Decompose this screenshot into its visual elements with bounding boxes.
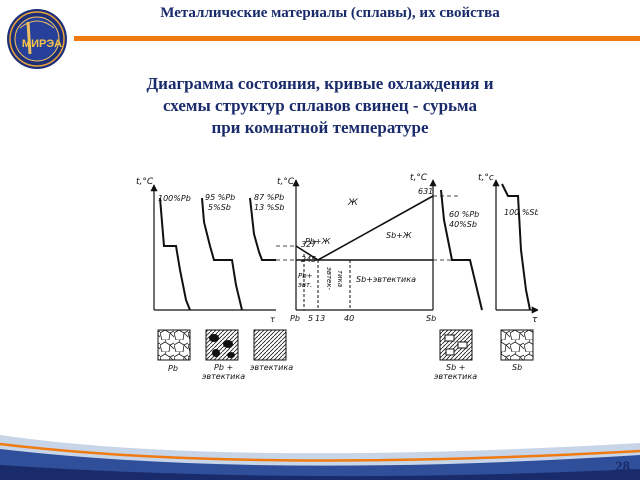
- curve-label-60pb: 60 %Pb: [449, 210, 479, 219]
- tau-label-1: τ: [270, 315, 275, 324]
- liquidus-line: [295, 195, 434, 261]
- page-number: 28: [615, 459, 630, 475]
- region-pb-eut-b: эвт.: [298, 281, 312, 289]
- logo-text: МИРЭА: [22, 38, 62, 50]
- region-sb-liquid: Sb+Ж: [386, 231, 412, 240]
- comp-tick-sb: Sb: [426, 314, 436, 323]
- region-sb-eut: Sb+эвтектика: [356, 275, 416, 284]
- microstructure-eutectic: [253, 329, 287, 361]
- curve-label-5sb: 5%Sb: [208, 203, 231, 212]
- temp-label-631: 631: [418, 187, 433, 196]
- slide-title-line-1: Диаграмма состояния, кривые охлаждения и: [146, 74, 494, 93]
- curve-label-87pb: 87 %Pb: [254, 193, 284, 202]
- caption-sb-plus: Sb +: [446, 363, 465, 372]
- region-pb-liquid: Pb+Ж: [305, 237, 331, 246]
- curve-label-100sb: 100 %Sb: [504, 208, 538, 217]
- tau-label-2: τ: [532, 315, 538, 325]
- curve-label-13sb: 13 %Sb: [254, 203, 284, 212]
- axis-label-t3: t,°C: [410, 173, 428, 183]
- temp-label-327: 327: [301, 240, 317, 249]
- comp-tick-pb: Pb: [290, 314, 300, 323]
- curve-label-100pb: 100%Pb: [158, 194, 191, 203]
- caption-pb-eutectic: эвтектика: [202, 372, 245, 381]
- region-pb-eut-a: Pb+: [298, 272, 313, 280]
- axis-label-t2: t,°C: [277, 177, 295, 187]
- curve-label-40sb: 40%Sb: [449, 220, 477, 229]
- region-eut-a: эвтек-: [325, 267, 333, 291]
- caption-sb-eutectic: эвтектика: [434, 372, 477, 381]
- curve-label-95pb: 95 %Pb: [205, 193, 235, 202]
- bottom-decoration: [0, 435, 640, 480]
- microstructure-sb: [500, 329, 534, 361]
- caption-sb: Sb: [512, 363, 522, 372]
- temp-label-245: 245: [301, 255, 316, 264]
- comp-tick-13: 13: [315, 314, 325, 323]
- microstructure-pb-eutectic: [205, 329, 239, 361]
- pb-sb-phase-diagram: t,°C t,°C t,°C t,°c 100%Pb 95 %Pb 5%Sb 8…: [136, 173, 538, 381]
- region-eut-b: тика: [336, 270, 344, 287]
- caption-pb: Pb: [168, 364, 178, 373]
- comp-tick-40: 40: [344, 314, 354, 323]
- axis-label-t1: t,°C: [136, 177, 154, 187]
- header-divider: [74, 36, 640, 41]
- slide-title-line-2: схемы структур сплавов свинец - сурьма: [162, 96, 477, 115]
- cooling-curves-pb: [150, 184, 276, 311]
- cooling-curves-sb: [440, 179, 538, 314]
- microstructure-sb-eutectic: [439, 329, 473, 361]
- mirea-logo: МИРЭА: [7, 9, 67, 69]
- caption-pb-plus: Pb +: [214, 363, 233, 372]
- phase-diagram: [276, 179, 458, 311]
- caption-eutectic: эвтектика: [250, 363, 293, 372]
- slide-title-line-3: при комнатной температуре: [211, 118, 429, 137]
- microstructure-pb: [157, 329, 191, 361]
- header-title: Металлические материалы (сплавы), их сво…: [160, 5, 500, 21]
- axis-label-t4: t,°c: [478, 173, 494, 183]
- comp-tick-5: 5: [308, 314, 313, 323]
- slide-title: Диаграмма состояния, кривые охлаждения и…: [80, 73, 560, 139]
- region-liquid: Ж: [347, 198, 358, 208]
